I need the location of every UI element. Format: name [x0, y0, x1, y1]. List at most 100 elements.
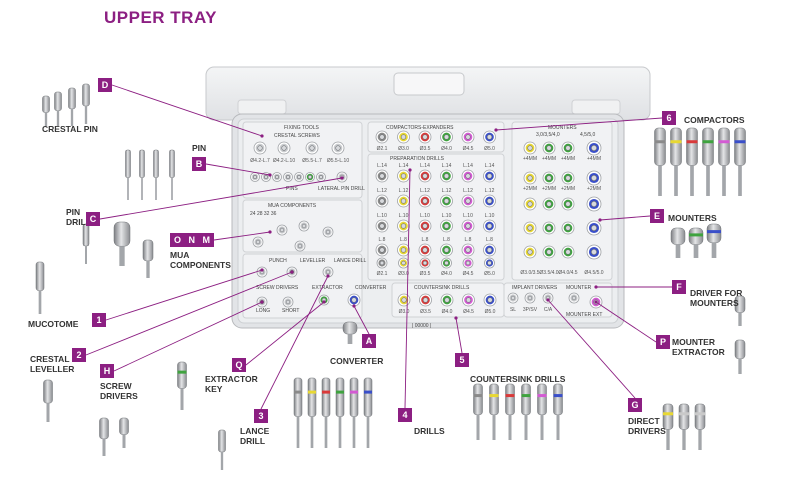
leader-dot	[352, 304, 356, 308]
pin-tool	[169, 149, 175, 200]
mounter-size: Ø4.0/4.5	[558, 270, 577, 276]
label-long: LONG	[256, 308, 270, 314]
countersink-size: Ø5.0	[485, 309, 496, 315]
compactor-slot	[418, 130, 432, 144]
drill-slot	[375, 194, 389, 208]
drill-slot	[418, 194, 432, 208]
crestal-screw-slot	[331, 141, 345, 155]
drill-length: L.10	[485, 213, 495, 219]
mounter-ext-slot	[589, 295, 603, 309]
countersink-slot	[440, 293, 454, 307]
mounter-slot	[542, 221, 556, 235]
label-mounter: MOUNTER	[566, 285, 592, 291]
badge-converter: A	[362, 334, 376, 348]
leader-line	[455, 317, 463, 354]
drill-length: L.10	[377, 213, 387, 219]
badge-screw-drivers: H	[100, 364, 114, 378]
drill-slot	[418, 243, 432, 257]
screw-driver-tool-2	[119, 417, 129, 448]
badge-crestal-leveller: 2	[72, 348, 86, 362]
callout-crestal-pin: CRESTAL PIN	[42, 124, 98, 134]
callout-driver-mounters: DRIVER FOR MOUNTERS	[690, 288, 743, 308]
compactor-size: Ø4.5	[463, 146, 474, 152]
pin-drill-tool-2	[142, 239, 154, 278]
drill-slot-short	[484, 257, 495, 269]
compactor-slot	[397, 130, 410, 144]
callout-countersink: COUNTERSINK DRILLS	[470, 374, 566, 384]
drill-slot-short	[398, 257, 409, 269]
screw-driver-short-slot	[282, 296, 294, 308]
drill-slot	[440, 219, 453, 233]
drill-slot	[375, 219, 389, 233]
drill-slot	[440, 169, 453, 183]
label-extractor: EXTRACTOR	[312, 285, 343, 291]
crestal-screw-size: Ø4.2-L.10	[273, 158, 295, 164]
drill-length: L.14	[399, 163, 409, 169]
leader-line	[205, 163, 271, 176]
panel-compactors	[367, 121, 505, 153]
compactor-size: Ø5.0	[484, 146, 495, 152]
drill-slot-short	[441, 257, 452, 269]
mounter-tool-2	[688, 227, 704, 258]
label-implant-drivers: IMPLANT DRIVERS	[512, 285, 558, 291]
countersink-slot	[419, 293, 432, 307]
mounter-height-b: +2mm	[523, 186, 537, 192]
leader-dot	[546, 298, 550, 302]
drill-length: L.8	[465, 237, 472, 243]
countersink-tool	[537, 383, 547, 440]
label-gauge: 24 28 32 36	[250, 211, 277, 217]
badge-lance-drill: 3	[254, 409, 268, 423]
mounter-slot	[523, 245, 537, 259]
mua-component-slot	[252, 236, 264, 248]
drill-slot	[440, 194, 453, 208]
badge-driver-mounters: F	[672, 280, 686, 294]
drill-length: L.10	[442, 213, 452, 219]
lid-latch-right	[571, 99, 621, 115]
compactor-size: Ø2.1	[377, 146, 388, 152]
callout-drills: DRILLS	[414, 426, 445, 436]
mounter-height-b: +2mm	[561, 186, 575, 192]
drill-slot	[375, 243, 389, 257]
leader-line	[599, 215, 651, 221]
drill-slot	[397, 243, 410, 257]
countersink-tool	[505, 383, 515, 440]
drill-length: L.12	[442, 188, 452, 194]
leader-dot	[268, 230, 272, 234]
implant-driver-slot	[507, 292, 519, 304]
leader-dot	[594, 285, 598, 289]
countersink-size: Ø4.0	[442, 309, 453, 315]
mua-component-slot	[276, 224, 288, 236]
pin-tool	[125, 149, 131, 200]
drill-slot-short	[419, 257, 431, 269]
crestal-pin-tool	[42, 95, 50, 126]
badge-compactors: 6	[662, 111, 676, 125]
badge-mua: O N M	[170, 233, 214, 247]
leader-line	[353, 305, 370, 335]
drill-slot	[483, 194, 496, 208]
direct-driver-tool	[678, 403, 690, 450]
pin-slot	[316, 172, 326, 182]
leader-dot	[260, 300, 264, 304]
mounter-height-a: +4mm	[523, 156, 537, 162]
badge-crestal-pin: D	[98, 78, 112, 92]
mounter-slot	[561, 171, 575, 185]
callout-converter: CONVERTER	[330, 356, 384, 366]
leader-line	[495, 117, 663, 131]
drill-length: L.8	[422, 237, 429, 243]
drill-length: L.8	[486, 237, 493, 243]
mua-component-slot	[322, 226, 334, 238]
compactor-size: Ø4.0	[441, 146, 452, 152]
pin-slot	[305, 172, 315, 182]
drill-length: L.14	[420, 163, 430, 169]
pin-slot	[283, 172, 293, 182]
drill-length: L.14	[463, 163, 473, 169]
mounter-slot	[523, 171, 537, 185]
drill-slot	[461, 169, 475, 183]
label-mounter-col-b: 4,5/5,0	[580, 132, 596, 138]
leader-line	[547, 299, 636, 399]
countersink-size: Ø3.0	[399, 309, 410, 315]
label-fixing-tools: FIXING TOOLS	[284, 125, 319, 131]
crestal-pin-tool	[68, 87, 76, 126]
callout-pin: PIN	[192, 143, 207, 153]
